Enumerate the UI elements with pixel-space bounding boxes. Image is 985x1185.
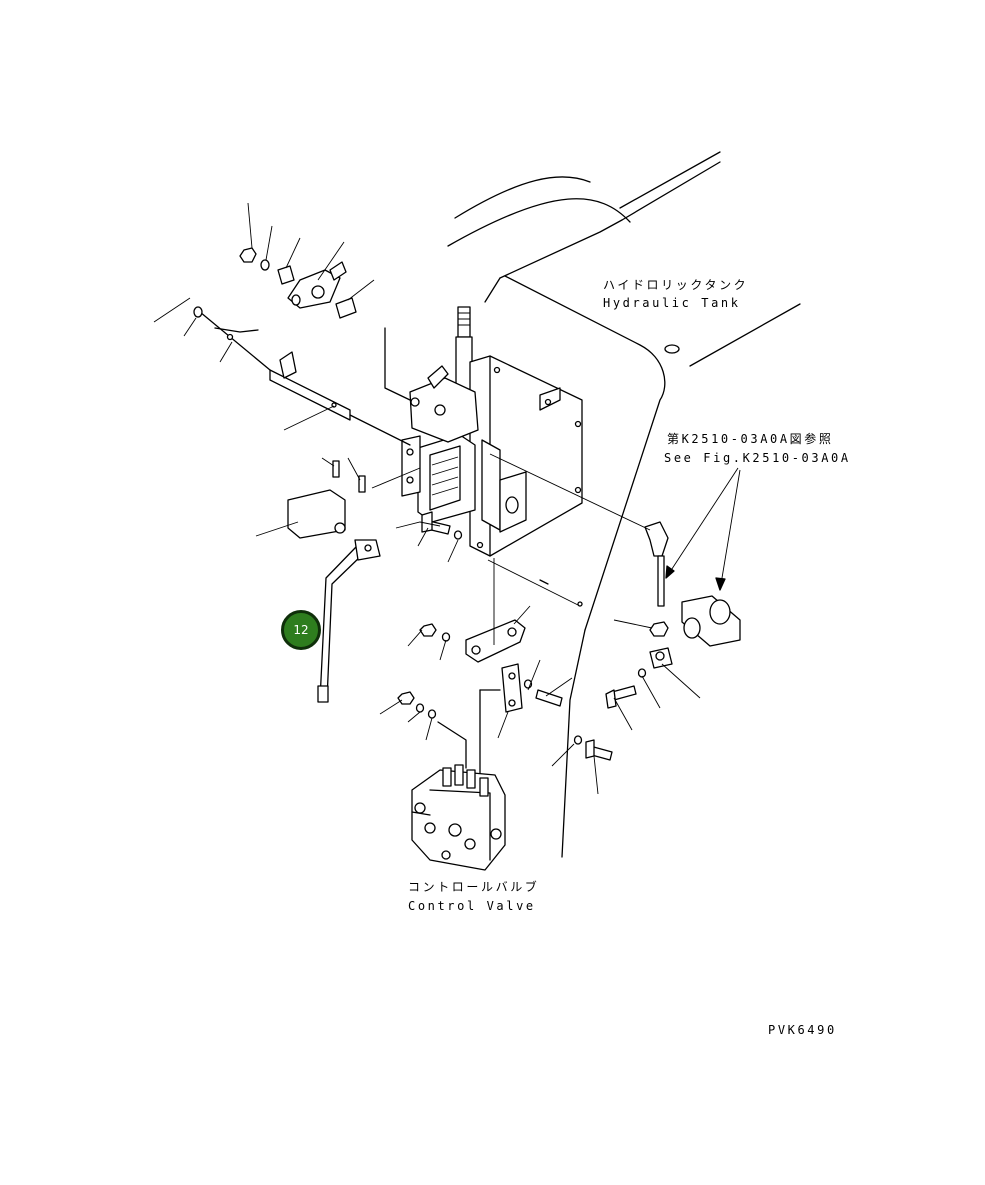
hydraulic-tank-label-en: Hydraulic Tank <box>603 296 741 310</box>
control-valve-label-jp: コントロールバルブ <box>408 880 540 894</box>
control-rod <box>193 306 411 446</box>
reference-arrows <box>665 467 741 591</box>
control-valve <box>411 721 506 871</box>
hydraulic-tank-outline <box>447 151 801 858</box>
upper-small-parts <box>239 247 357 319</box>
bent-lever <box>317 539 381 703</box>
drawing-number: PVK6490 <box>768 1023 837 1037</box>
callout-badge-12[interactable]: 12 <box>281 610 321 650</box>
pins-and-sleeve <box>287 460 366 539</box>
see-fig-label-en: See Fig.K2510-03A0A <box>664 451 851 465</box>
hydraulic-tank-label-jp: ハイドロリックタンク <box>603 278 749 292</box>
callout-number: 12 <box>293 623 309 637</box>
shift-plate <box>401 434 476 523</box>
lever-assembly-top <box>384 327 479 443</box>
control-valve-label-en: Control Valve <box>408 899 536 913</box>
valve-bracket <box>469 355 583 557</box>
see-fig-label-jp: 第K2510-03A0A図参照 <box>667 432 834 446</box>
leader-lines <box>153 202 701 795</box>
misc-lines <box>539 579 583 607</box>
bracket-bolts <box>421 511 463 540</box>
middle-linkage <box>397 619 563 781</box>
right-side-parts <box>573 521 741 761</box>
